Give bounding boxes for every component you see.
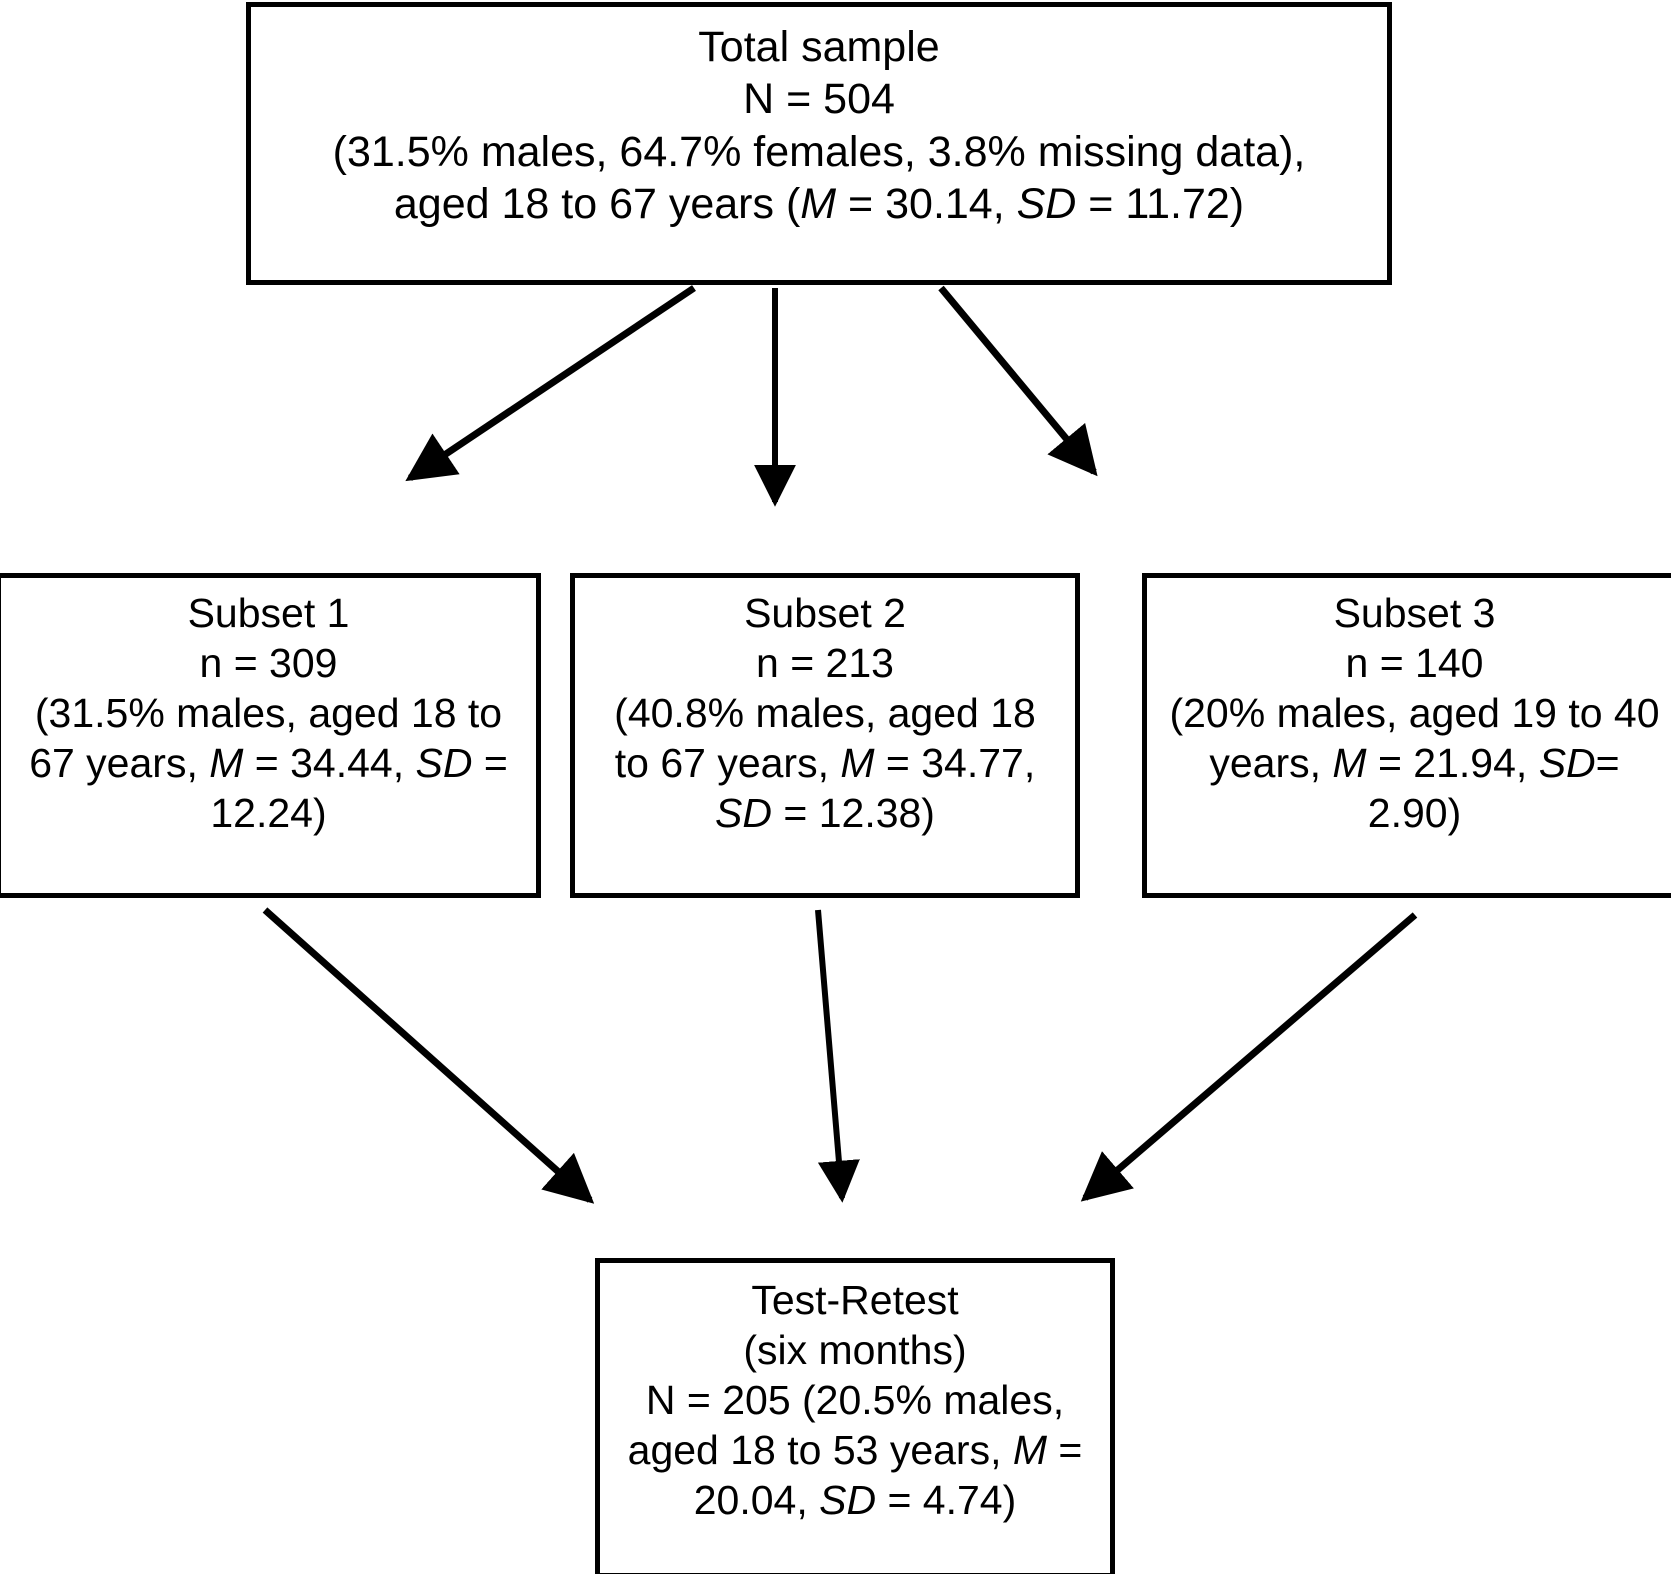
edge-total-to-subset3 [938,285,1098,477]
subset1-mean-symbol: M [209,740,244,787]
node-total-sample: Total sample N = 504 (31.5% males, 64.7%… [246,2,1392,285]
subset2-demographics: (40.8% males, aged 18 to 67 years, [614,690,1036,787]
node-subset-1: Subset 1 n = 309 (31.5% males, aged 18 t… [0,573,541,898]
retest-interval: (six months) [743,1327,967,1374]
total-sample-n: N = 504 [743,75,895,124]
total-sd-symbol: SD [1016,180,1077,229]
retest-stats: N = 205 (20.5% males, aged 18 to 53 year… [626,1375,1085,1525]
subset1-sd-value: = 12.24) [210,740,508,837]
subset2-sd-symbol: SD [715,790,772,837]
subset1-demographics: (31.5% males, aged 18 to 67 years, [29,690,503,787]
subset3-sd-value: = 2.90) [1367,740,1620,837]
node-subset-3: Subset 3 n = 140 (20% males, aged 19 to … [1142,573,1671,898]
node-subset-2: Subset 2 n = 213 (40.8% males, aged 18 t… [570,573,1080,898]
total-mean-value: = 30.14, [836,180,1017,229]
edge-subset3-to-retest [1080,912,1418,1202]
retest-mean-value: = 20.04, [693,1427,1083,1524]
total-age-prefix: aged 18 to 67 years ( [393,180,801,229]
total-sample-title: Total sample [698,23,940,71]
subset1-mean-value: = 34.44, [243,740,416,787]
total-sample-age-stats: aged 18 to 67 years (M = 30.14, SD = 11.… [394,178,1244,230]
retest-sd-symbol: SD [819,1477,877,1524]
retest-mean-symbol: M [1012,1427,1048,1474]
subset1-n: n = 309 [199,640,338,687]
subset3-mean-value: = 21.94, [1366,740,1539,787]
subset3-stats: (20% males, aged 19 to 40 years, M = 21.… [1168,688,1660,838]
subset2-stats: (40.8% males, aged 18 to 67 years, M = 3… [595,688,1055,838]
subset3-mean-symbol: M [1332,740,1367,787]
subset1-title: Subset 1 [187,590,350,636]
subset1-stats: (31.5% males, aged 18 to 67 years, M = 3… [22,688,514,838]
subset2-n: n = 213 [756,640,894,687]
subset3-title: Subset 3 [1333,590,1496,636]
subset2-title: Subset 2 [744,590,906,636]
subset3-demographics: (20% males, aged 19 to 40 years, [1169,690,1660,787]
subset2-sd-value: = 12.38) [771,790,935,837]
total-sd-value: = 11.72) [1076,180,1245,229]
subset1-sd-symbol: SD [415,740,473,787]
subset2-mean-value: = 34.77, [874,740,1036,787]
subset2-mean-symbol: M [840,740,875,787]
node-test-retest: Test-Retest (six months) N = 205 (20.5% … [595,1258,1115,1574]
total-sample-demographics: (31.5% males, 64.7% females, 3.8% missin… [332,127,1306,176]
edge-total-to-subset1 [405,285,696,482]
subset3-sd-symbol: SD [1538,740,1596,787]
total-mean-symbol: M [800,180,837,229]
retest-title: Test-Retest [751,1277,959,1323]
retest-demographics: N = 205 (20.5% males, aged 18 to 53 year… [627,1377,1065,1474]
edge-subset1-to-retest [262,907,595,1204]
retest-sd-value: = 4.74) [876,1477,1017,1524]
subset3-n: n = 140 [1345,640,1484,687]
edge-subset2-to-retest [815,909,860,1203]
